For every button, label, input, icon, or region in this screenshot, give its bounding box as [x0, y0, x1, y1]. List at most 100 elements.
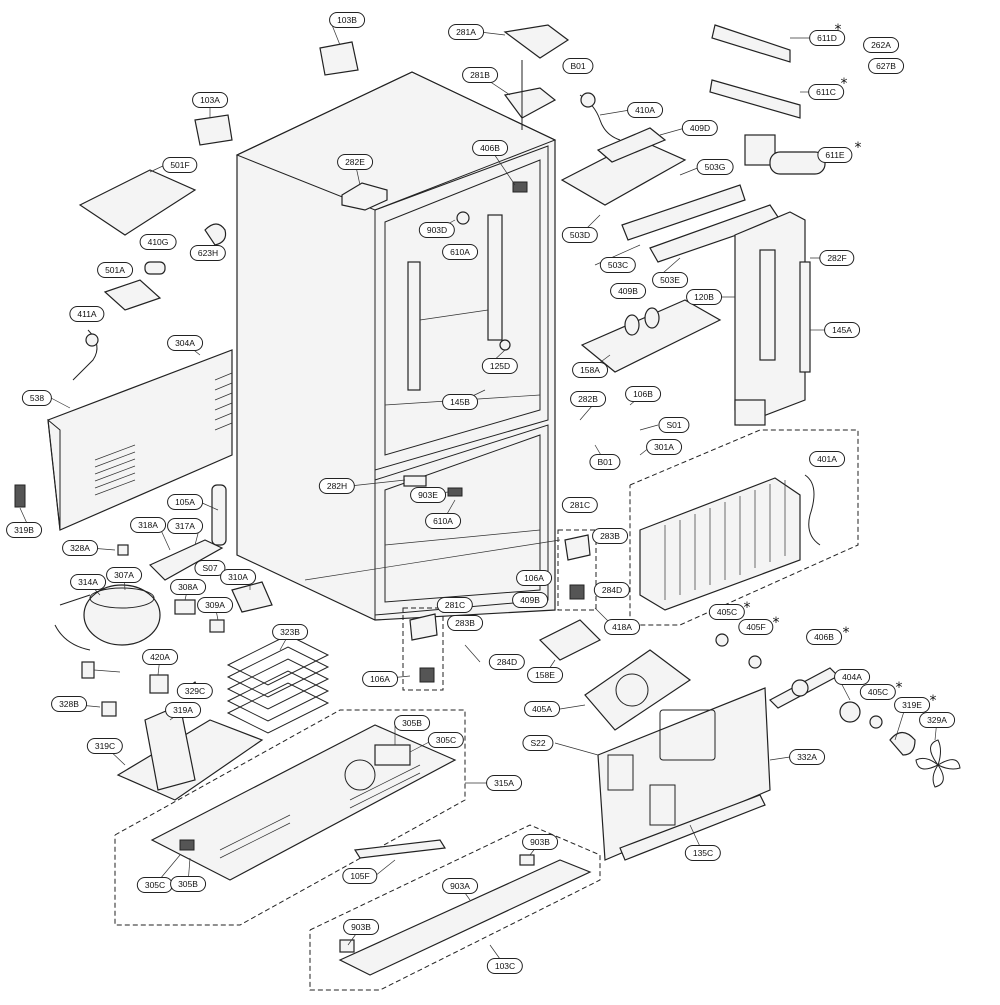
callout-307a: 307A	[106, 567, 142, 583]
callout-317a: 317A	[167, 518, 203, 534]
callout-611c: 611C	[808, 84, 844, 100]
callout-610a-lower: 610A	[425, 513, 461, 529]
callout-315a: 315A	[486, 775, 522, 791]
callout-409d: 409D	[681, 120, 719, 136]
callout-319a: 319A	[165, 702, 201, 718]
drain-pan	[116, 704, 264, 801]
callout-406b-top: 406B	[472, 140, 508, 156]
callout-135c: 135C	[684, 845, 722, 861]
callout-501f: 501F	[162, 157, 198, 173]
callout-305b-upper: 305B	[394, 715, 430, 731]
evaporator-cover	[734, 211, 811, 426]
callout-610a-upper: 610A	[442, 244, 478, 260]
callout-281a: 281A	[448, 24, 484, 40]
callout-106a-upper: 106A	[516, 570, 552, 586]
callout-411a: 411A	[69, 306, 105, 322]
star-marker: *	[772, 615, 780, 631]
callout-305c-lower: 305C	[136, 877, 174, 893]
condenser	[226, 634, 330, 734]
callout-538: 538	[21, 390, 53, 406]
top-hinge-parts	[194, 24, 621, 146]
callout-106b: 106B	[625, 386, 661, 402]
callout-b01-top: B01	[562, 58, 594, 74]
left-upper-parts	[72, 169, 227, 381]
callout-281c-lower: 281C	[436, 597, 474, 613]
callout-145b: 145B	[442, 394, 478, 410]
callout-410g: 410G	[139, 234, 177, 250]
callout-627b: 627B	[868, 58, 904, 74]
callout-314a: 314A	[70, 574, 106, 590]
callout-304a: 304A	[167, 335, 203, 351]
callout-323b: 323B	[272, 624, 308, 640]
callout-503e: 503E	[652, 272, 688, 288]
callout-158a: 158A	[572, 362, 608, 378]
callout-409b-upper: 409B	[610, 283, 646, 299]
star-marker: *	[929, 693, 937, 709]
callout-319b: 319B	[6, 522, 42, 538]
fan-assembly	[538, 619, 961, 788]
callout-409b-lower: 409B	[512, 592, 548, 608]
callout-319c: 319C	[86, 738, 124, 754]
callout-903d: 903D	[418, 222, 456, 238]
callout-s01: S01	[658, 417, 690, 433]
callout-145a: 145A	[824, 322, 860, 338]
callout-282h: 282H	[318, 478, 356, 494]
callout-105a: 105A	[167, 494, 203, 510]
callout-329c: 329C	[176, 683, 214, 699]
callout-281c-upper: 281C	[561, 497, 599, 513]
callout-120b: 120B	[686, 289, 722, 305]
callout-283b-lower: 283B	[447, 615, 483, 631]
callout-418a: 418A	[604, 619, 640, 635]
callout-309a: 309A	[197, 597, 233, 613]
callout-329a: 329A	[919, 712, 955, 728]
callout-282f: 282F	[819, 250, 855, 266]
callout-903b-upper: 903B	[522, 834, 558, 850]
callout-319e: 319E	[894, 697, 930, 713]
star-marker: *	[842, 625, 850, 641]
callout-103b: 103B	[329, 12, 365, 28]
callout-328a: 328A	[62, 540, 98, 556]
callout-501a: 501A	[97, 262, 133, 278]
callout-405c-lower: 405C	[859, 684, 897, 700]
callout-404a: 404A	[834, 669, 870, 685]
callout-305b-lower: 305B	[170, 876, 206, 892]
star-marker: *	[834, 22, 842, 38]
callout-401a: 401A	[809, 451, 845, 467]
callout-328b: 328B	[51, 696, 87, 712]
callout-301a: 301A	[646, 439, 682, 455]
callout-262a: 262A	[863, 37, 899, 53]
callout-106a-lower: 106A	[362, 671, 398, 687]
callout-623h: 623H	[189, 245, 227, 261]
callout-305c-upper: 305C	[427, 732, 465, 748]
callout-125d: 125D	[481, 358, 519, 374]
callout-318a: 318A	[130, 517, 166, 533]
callout-405a: 405A	[524, 701, 560, 717]
hinge-assemblies	[402, 529, 597, 691]
callout-105f: 105F	[342, 868, 378, 884]
callout-282e: 282E	[337, 154, 373, 170]
callout-s07: S07	[194, 560, 226, 576]
evaporator	[629, 429, 859, 626]
callout-281b: 281B	[462, 67, 498, 83]
rear-cover	[597, 687, 771, 861]
callout-103c: 103C	[486, 958, 524, 974]
callout-s22: S22	[522, 735, 554, 751]
callout-406b-lower: 406B	[806, 629, 842, 645]
callout-611e: 611E	[817, 147, 853, 163]
callout-405f: 405F	[738, 619, 774, 635]
star-marker: *	[854, 140, 862, 156]
cabinet	[235, 71, 557, 621]
callout-158e: 158E	[527, 667, 563, 683]
callout-903a: 903A	[442, 878, 478, 894]
callout-410a: 410A	[627, 102, 663, 118]
callout-503d: 503D	[561, 227, 599, 243]
callout-282b: 282B	[570, 391, 606, 407]
callout-405c-upper: 405C	[708, 604, 746, 620]
callout-420a: 420A	[142, 649, 178, 665]
callout-903e: 903E	[410, 487, 446, 503]
callout-611d: 611D	[809, 30, 845, 46]
callout-283b-upper: 283B	[592, 528, 628, 544]
callout-308a: 308A	[170, 579, 206, 595]
